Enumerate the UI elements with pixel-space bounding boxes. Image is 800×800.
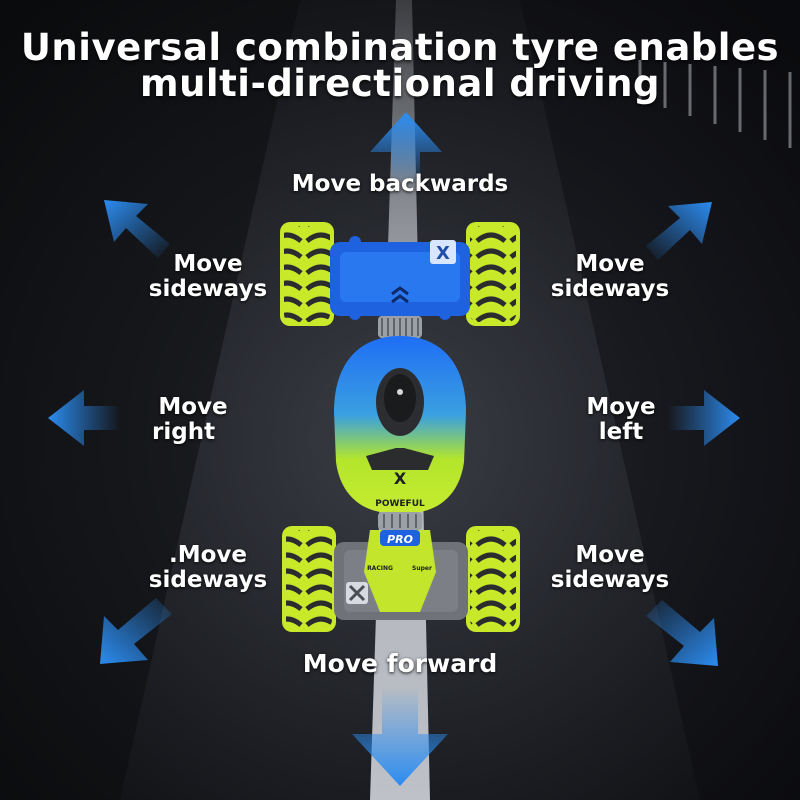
label-move-backwards: Move backwards xyxy=(291,171,509,197)
label-mid-right: Moye left xyxy=(566,395,676,445)
label-mid-right-line1: Moye xyxy=(586,394,656,420)
label-upper-left: Move sideways xyxy=(128,252,288,302)
arrow-down-left-icon xyxy=(100,598,172,664)
front-left-tyre xyxy=(280,222,334,326)
label-lower-right: Move sideways xyxy=(530,543,690,593)
label-move-forward: Move forward xyxy=(302,649,498,678)
arrow-right-icon xyxy=(668,390,740,446)
racing-text: RACING xyxy=(367,565,393,572)
rc-stunt-car: X X POWEFUL xyxy=(280,222,520,632)
arrow-up-left-icon xyxy=(104,200,170,258)
front-badge: X xyxy=(436,243,450,264)
rear-left-tyre xyxy=(282,526,336,632)
label-upper-right-line2: sideways xyxy=(550,276,670,302)
body-x-badge: X xyxy=(394,469,407,488)
label-lower-left-line1: .Move xyxy=(168,542,248,568)
arrow-up-right-icon xyxy=(646,202,712,260)
label-lower-right-line2: sideways xyxy=(550,567,670,593)
label-upper-left-line2: sideways xyxy=(148,276,268,302)
label-mid-left-line1: Move xyxy=(158,394,228,420)
arrow-down-icon xyxy=(352,686,448,786)
headline-line-2: multi-directional driving xyxy=(140,62,660,105)
label-upper-right-line1: Move xyxy=(575,251,645,277)
front-right-tyre xyxy=(466,222,520,326)
headline-line-1: Universal combination tyre enables xyxy=(20,26,780,69)
label-mid-left-line2: right xyxy=(152,419,216,445)
pro-badge: PRO xyxy=(387,533,413,546)
arrow-down-right-icon xyxy=(646,600,718,666)
super-text: Super xyxy=(412,565,432,572)
label-upper-left-line1: Move xyxy=(173,251,243,277)
label-lower-left: .Move sideways xyxy=(128,543,288,593)
rear-right-tyre xyxy=(466,526,520,632)
label-lower-left-line2: sideways xyxy=(148,567,268,593)
label-lower-right-line1: Move xyxy=(575,542,645,568)
arrow-left-icon xyxy=(48,390,120,446)
label-upper-right: Move sideways xyxy=(530,252,690,302)
arrow-up-icon xyxy=(370,112,442,187)
label-mid-left: Move right xyxy=(138,395,248,445)
body-side-text: POWEFUL xyxy=(375,499,425,509)
label-mid-right-line2: left xyxy=(598,419,644,445)
